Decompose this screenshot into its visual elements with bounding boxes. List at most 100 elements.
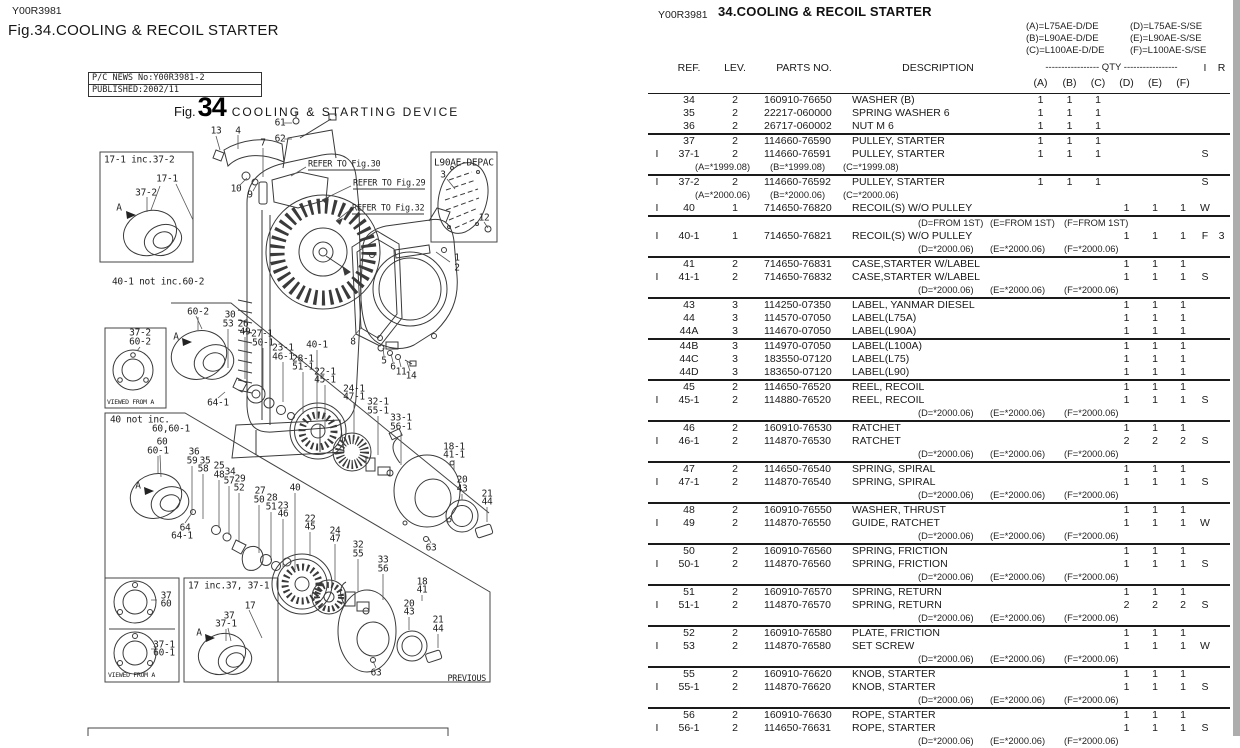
cell-r xyxy=(1213,558,1230,571)
cell-i xyxy=(1197,120,1213,133)
cell-qty-b xyxy=(1055,340,1084,353)
note-row: (D=*2000.06)(E=*2000.06)(F=*2000.06) xyxy=(648,571,1230,584)
cell-lev: 2 xyxy=(732,476,738,488)
cell-partsno: 160910-76560 xyxy=(764,545,832,557)
cell-flag xyxy=(648,545,666,558)
cell-qty-b xyxy=(1055,394,1084,407)
cell-i xyxy=(1197,545,1213,558)
cell-partsno: 714650-76832 xyxy=(764,271,832,283)
table-group: (D=FROM 1ST)(E=FROM 1ST)(F=FROM 1ST)I 40-… xyxy=(648,215,1230,256)
cell-qty-a xyxy=(1026,381,1055,394)
note-row: (D=*2000.06)(E=*2000.06)(F=*2000.06) xyxy=(648,407,1230,420)
cell-r xyxy=(1213,640,1230,653)
cell-lev: 2 xyxy=(732,381,738,393)
cell-qty-e: 1 xyxy=(1152,366,1158,378)
cell-lev: 2 xyxy=(732,504,738,516)
applicability-note: (D=*2000.06) xyxy=(918,654,974,664)
cell-partsno: 183650-07120 xyxy=(764,366,832,378)
cell-lev: 2 xyxy=(732,120,738,132)
applicability-note: (F=*2000.06) xyxy=(1064,531,1119,541)
cell-partsno: 114870-76540 xyxy=(764,476,831,488)
cell-qty-d: 1 xyxy=(1123,353,1130,365)
cell-qty-d: 1 xyxy=(1123,340,1130,352)
cell-flag xyxy=(648,135,666,148)
model-legend-item: (E)=L90AE-S/SE xyxy=(1130,33,1202,44)
cell-qty-f xyxy=(1169,120,1197,133)
cell-ref: 34 xyxy=(683,94,695,106)
cell-r xyxy=(1213,107,1230,120)
cell-i: S xyxy=(1201,476,1209,488)
cell-description: PULLEY, STARTER xyxy=(852,148,945,160)
note-row: (D=FROM 1ST)(E=FROM 1ST)(F=FROM 1ST) xyxy=(648,217,1230,230)
cell-qty-a xyxy=(1026,366,1055,379)
cell-qty-a xyxy=(1026,476,1055,489)
cell-ref: 40-1 xyxy=(678,230,700,242)
cell-i: W xyxy=(1200,202,1210,214)
applicability-note: (D=*2000.06) xyxy=(918,695,974,705)
cell-r: 3 xyxy=(1218,230,1225,242)
cell-partsno: 160910-76550 xyxy=(764,504,832,516)
cell-lev: 2 xyxy=(732,722,738,734)
model-legend-item: (D)=L75AE-S/SE xyxy=(1130,21,1203,32)
cell-ref: 51 xyxy=(683,586,695,598)
cell-qty-d: 1 xyxy=(1123,627,1130,639)
cell-i xyxy=(1197,463,1213,476)
cell-qty-d: 1 xyxy=(1123,722,1130,734)
cell-description: PULLEY, STARTER xyxy=(852,135,945,147)
cell-lev: 3 xyxy=(732,353,738,365)
cell-qty-b xyxy=(1055,353,1084,366)
cell-flag: I xyxy=(655,558,659,570)
cell-partsno: 183550-07120 xyxy=(764,353,832,365)
cell-qty-a xyxy=(1026,353,1055,366)
cell-partsno: 114660-76590 xyxy=(764,135,831,147)
cell-qty-e xyxy=(1141,135,1169,148)
cell-description: GUIDE, RATCHET xyxy=(852,517,940,529)
applicability-note: (E=FROM 1ST) xyxy=(990,218,1055,228)
cell-qty-e: 1 xyxy=(1152,381,1158,393)
col-header-r: R xyxy=(1217,62,1226,74)
cell-qty-d: 1 xyxy=(1123,299,1130,311)
cell-qty-d: 1 xyxy=(1123,325,1130,337)
col-header-i: I xyxy=(1203,62,1207,74)
applicability-note: (C=*1999.08) xyxy=(843,162,899,172)
cell-qty-f: 1 xyxy=(1180,258,1186,270)
cell-qty-d: 1 xyxy=(1123,668,1130,680)
cell-qty-a: 1 xyxy=(1037,120,1044,132)
cell-qty-b xyxy=(1055,422,1084,435)
cell-flag: I xyxy=(655,271,659,283)
cell-qty-f: 2 xyxy=(1180,599,1186,611)
cell-qty-b xyxy=(1055,258,1084,271)
cell-qty-c: 1 xyxy=(1095,107,1101,119)
cell-qty-c xyxy=(1084,340,1112,353)
cell-qty-b xyxy=(1055,381,1084,394)
cell-ref: 44C xyxy=(679,353,699,365)
cell-qty-d: 1 xyxy=(1123,312,1130,324)
cell-qty-f: 1 xyxy=(1180,668,1186,680)
cell-i xyxy=(1197,258,1213,271)
cell-qty-e: 1 xyxy=(1152,325,1158,337)
cell-partsno: 714650-76831 xyxy=(764,258,832,270)
model-legend-item: (B)=L90AE-D/DE xyxy=(1026,33,1099,44)
cell-description: SPRING, RETURN xyxy=(852,586,942,598)
cell-i xyxy=(1197,709,1213,722)
cell-lev: 2 xyxy=(732,258,738,270)
cell-i xyxy=(1197,366,1213,379)
cell-qty-b xyxy=(1055,463,1084,476)
cell-qty-e: 1 xyxy=(1152,545,1158,557)
applicability-note: (A=*2000.06) xyxy=(695,190,751,200)
applicability-note: (E=*2000.06) xyxy=(990,695,1046,705)
cell-flag: I xyxy=(655,230,659,242)
applicability-note: (E=*2000.06) xyxy=(990,490,1046,500)
cell-partsno: 114870-76560 xyxy=(764,558,831,570)
cell-lev: 2 xyxy=(732,148,738,160)
cell-qty-e: 2 xyxy=(1152,599,1158,611)
